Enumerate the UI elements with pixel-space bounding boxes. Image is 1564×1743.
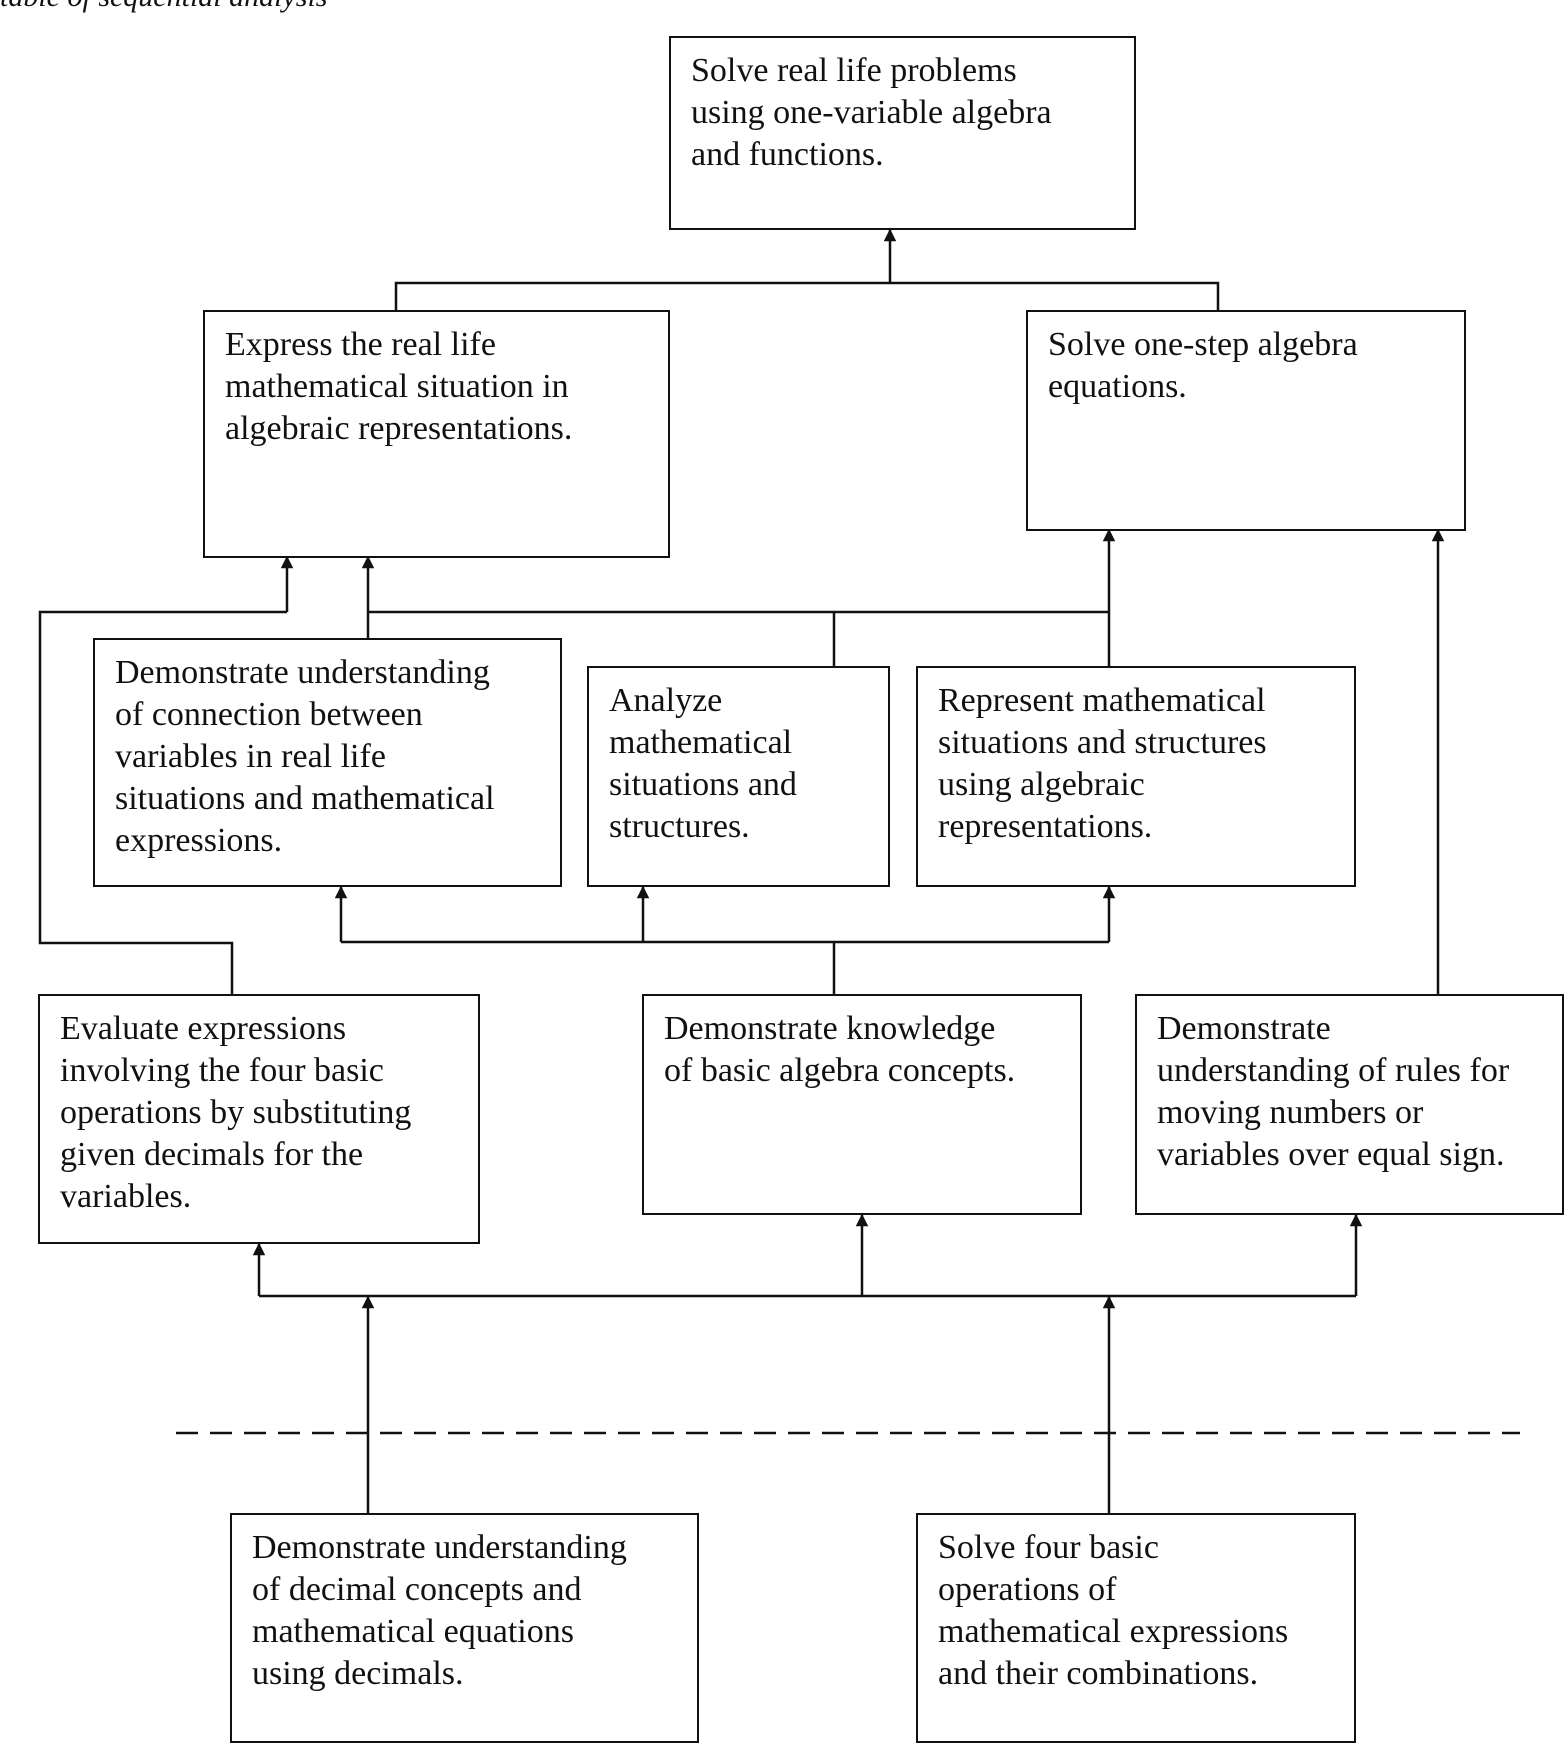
decimals-box: Demonstrate understanding of decimal con… xyxy=(230,1513,699,1743)
goal-box: Solve real life problems using one-varia… xyxy=(669,36,1136,230)
connector-express-to-goal xyxy=(394,281,1220,312)
represent-box: Represent mathematical situations and st… xyxy=(916,666,1356,887)
analyze-text: Analyze mathematical situations and stru… xyxy=(609,682,797,845)
goal-text: Solve real life problems using one-varia… xyxy=(691,52,1052,173)
solve-one-step-box: Solve one-step algebra equations. xyxy=(1026,310,1466,531)
connection-text: Demonstrate understanding of connection … xyxy=(115,654,495,859)
evaluate-box: Evaluate expressions involving the four … xyxy=(38,994,480,1244)
basic-algebra-text: Demonstrate knowledge of basic algebra c… xyxy=(664,1010,1016,1089)
express-box: Express the real life mathematical situa… xyxy=(203,310,670,558)
four-operations-box: Solve four basic operations of mathemati… xyxy=(916,1513,1356,1743)
evaluate-text: Evaluate expressions involving the four … xyxy=(60,1010,412,1215)
four-operations-text: Solve four basic operations of mathemati… xyxy=(938,1529,1289,1692)
connection-box: Demonstrate understanding of connection … xyxy=(93,638,562,887)
connector-evaluate-to-express xyxy=(38,610,287,995)
basic-algebra-box: Demonstrate knowledge of basic algebra c… xyxy=(642,994,1082,1215)
solve-one-step-text: Solve one-step algebra equations. xyxy=(1048,326,1358,405)
represent-text: Represent mathematical situations and st… xyxy=(938,682,1267,845)
decimals-text: Demonstrate understanding of decimal con… xyxy=(252,1529,627,1692)
rules-equal-sign-text: Demonstrate understanding of rules for m… xyxy=(1157,1010,1510,1173)
rules-equal-sign-box: Demonstrate understanding of rules for m… xyxy=(1135,994,1564,1215)
express-text: Express the real life mathematical situa… xyxy=(225,326,573,447)
analyze-box: Analyze mathematical situations and stru… xyxy=(587,666,890,887)
figure-caption: table of sequential analysis xyxy=(0,0,327,14)
